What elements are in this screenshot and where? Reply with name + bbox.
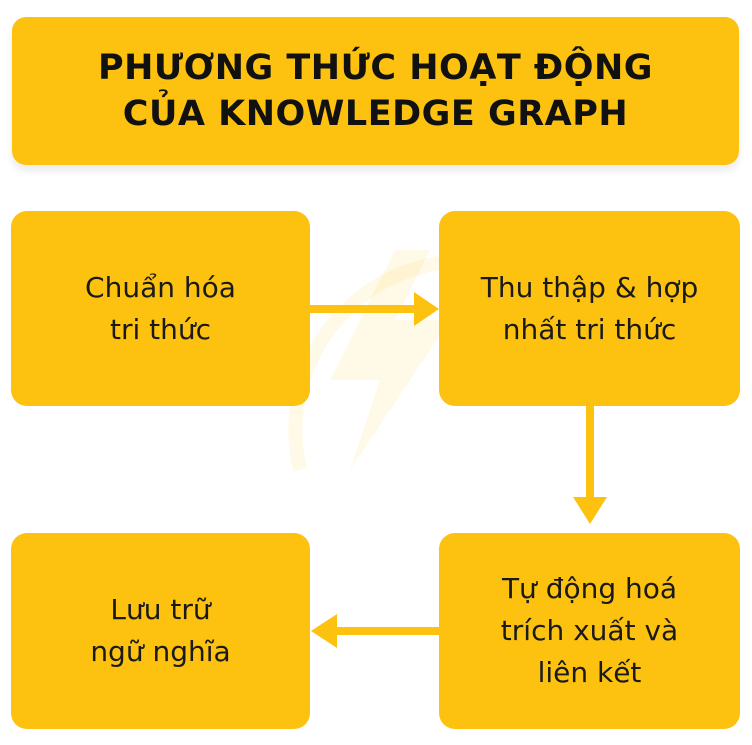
node-3-line-1: Tự động hoá	[501, 572, 678, 605]
arrow-2-head	[573, 497, 607, 524]
arrow-3-head	[311, 614, 337, 648]
node-1-line-1: Chuẩn hóa	[85, 270, 236, 304]
node-luu-tru-ngu-nghia: Lưu trữ ngữ nghĩa	[11, 533, 310, 729]
node-chuan-hoa-tri-thuc: Chuẩn hóa tri thức	[11, 211, 310, 406]
node-4-line-1: Lưu trữ	[110, 593, 211, 626]
node-2-line-1: Thu thập & hợp	[480, 270, 699, 304]
node-2-line-2: nhất tri thức	[502, 312, 677, 346]
title-line-1: PHƯƠNG THỨC HOẠT ĐỘNG	[97, 48, 654, 88]
node-tu-dong-hoa: Tự động hoá trích xuất và liên kết	[439, 533, 740, 729]
node-3-line-2: trích xuất và	[500, 614, 679, 647]
node-4-line-2: ngữ nghĩa	[90, 635, 231, 668]
node-thu-thap-hop-nhat: Thu thập & hợp nhất tri thức	[439, 211, 740, 406]
watermark-bolt	[330, 250, 450, 470]
node-1-line-2: tri thức	[109, 312, 212, 346]
title-line-2: CỦA KNOWLEDGE GRAPH	[122, 94, 629, 134]
title-banner: PHƯƠNG THỨC HOẠT ĐỘNG CỦA KNOWLEDGE GRAP…	[12, 17, 739, 165]
arrow-1-head	[414, 292, 439, 326]
node-3-line-3: liên kết	[537, 656, 642, 689]
